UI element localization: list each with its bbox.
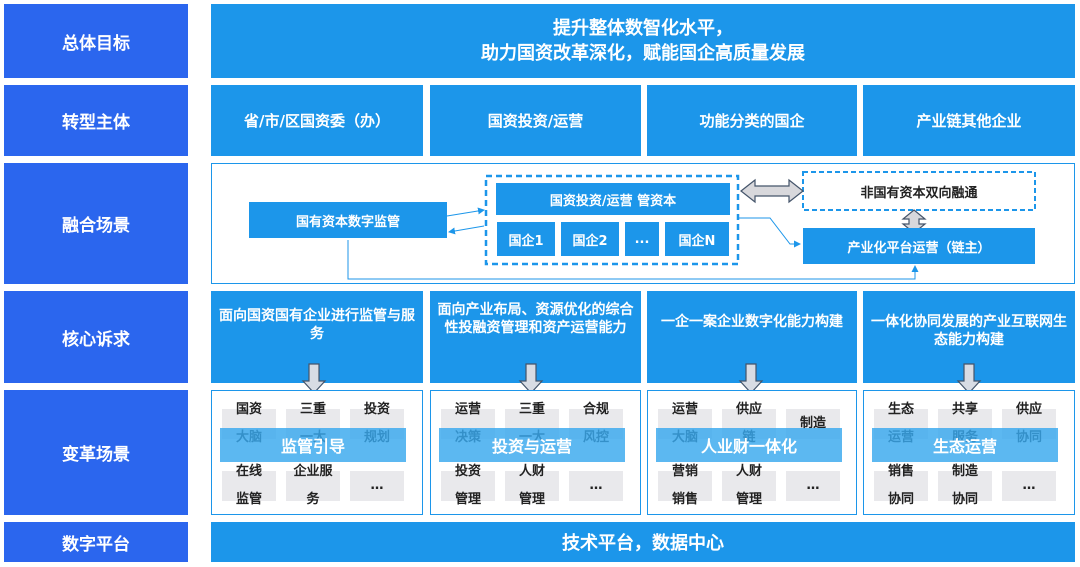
need-investment-text: 面向产业布局、资源优化的综合性投融资管理和资产运营能力 (437, 302, 634, 336)
change-tile-text: 制造 (951, 464, 978, 479)
change-tile: … (786, 471, 840, 501)
change-tile-text: 合规 (582, 402, 609, 417)
goal-line-2: 助力国资改革深化，赋能国企高质量发展 (481, 43, 805, 64)
change-tile-text: 供应 (735, 402, 762, 417)
change-tile-text: 销售 (887, 464, 914, 479)
change-tile: 人财管理 (505, 465, 559, 507)
subject-chain-enterprise: 产业链其他企业 (863, 85, 1075, 156)
need-investment: 面向产业布局、资源优化的综合性投融资管理和资产运营能力 (430, 291, 641, 383)
change-title: 生态运营 (872, 428, 1058, 462)
change-tile-text: 人财 (518, 464, 545, 479)
change-tile: 营销销售 (658, 465, 712, 507)
change-tile: 销售协同 (874, 465, 928, 507)
need-enterprise-text: 一企一案企业数字化能力构建 (661, 314, 843, 330)
row-label-scene: 融合场景 (4, 163, 188, 284)
change-tile-text: 供应 (1015, 402, 1042, 417)
change-tile: 制造协同 (938, 465, 992, 507)
change-tile-text: 投资 (363, 402, 390, 417)
scene-soe-1: 国企1 (497, 222, 555, 256)
scene-supervision: 国有资本数字监管 (249, 202, 447, 238)
scene-soe-n: 国企N (665, 222, 729, 256)
change-tile-text: 在线 (235, 464, 262, 479)
change-panel-4: 生态运营共享服务供应协同销售协同制造协同…生态运营 (863, 390, 1075, 515)
row-label-digital: 数字平台 (4, 522, 188, 562)
change-tile-text: … (370, 478, 384, 493)
capital-dashed-frame (484, 174, 740, 266)
change-tile-text: 共享 (951, 402, 978, 417)
goal-banner: 提升整体数智化水平， 助力国资改革深化，赋能国企高质量发展 (211, 4, 1075, 78)
down-arrow-icon (956, 363, 982, 394)
connector-capital-supervision (448, 225, 485, 235)
change-tile: … (1002, 471, 1056, 501)
change-tile: 在线监管 (222, 465, 276, 507)
scene-nonstate: 非国有资本双向融通 (860, 185, 978, 201)
change-tile: 人财管理 (722, 465, 776, 507)
scene-soe-2: 国企2 (561, 222, 619, 256)
change-tile-text: 国资 (235, 402, 262, 417)
change-tile-text: 协同 (951, 492, 978, 507)
change-tile-text: 企业服 (293, 464, 333, 479)
change-tile: … (569, 471, 623, 501)
double-arrow-horizontal (740, 178, 804, 204)
change-tile-text: 制造 (799, 416, 826, 431)
digital-platform-banner: 技术平台，数据中心 (211, 522, 1075, 562)
change-tile-text: 人财 (735, 464, 762, 479)
change-tile-text: 三重 (299, 402, 326, 417)
down-arrow-icon (301, 363, 327, 394)
change-panel-1: 国资大脑三重一大投资规划在线监管企业服务…监管引导 (211, 390, 423, 515)
change-tile-text: 管理 (454, 492, 481, 507)
change-panel-2: 运营决策三重一大合规风控投资管理人财管理…投资与运营 (430, 390, 641, 515)
change-tile-text: 管理 (518, 492, 545, 507)
row-label-change: 变革场景 (4, 390, 188, 515)
connector-supervision-platform (347, 240, 919, 280)
goal-line-1: 提升整体数智化水平， (553, 18, 733, 39)
scene-capital: 国资投资/运营 管资本 (496, 183, 730, 215)
change-tile-text: 销售 (671, 492, 698, 507)
change-tile-text: 营销 (671, 464, 698, 479)
change-panel-3: 运营大脑供应链制造营销销售人财管理…人业财一体化 (647, 390, 857, 515)
change-tile: 企业服务 (286, 465, 340, 507)
change-tile-text: 务 (306, 492, 320, 507)
change-tile-text: 管理 (735, 492, 762, 507)
need-supervision-text: 面向国资国有企业进行监管与服务 (219, 308, 415, 342)
down-arrow-icon (518, 363, 544, 394)
change-tile-text: 运营 (671, 402, 698, 417)
change-tile: … (350, 471, 404, 501)
change-tile-text: 生态 (887, 402, 914, 417)
row-label-needs: 核心诉求 (4, 291, 188, 383)
scene-soe-more: ... (625, 222, 659, 256)
scene-platform: 产业化平台运营（链主） (803, 228, 1035, 264)
subject-sasac: 省/市/区国资委（办） (211, 85, 423, 156)
change-tile-text: 投资 (454, 464, 481, 479)
change-tile-text: 协同 (887, 492, 914, 507)
change-tile-text: 三重 (518, 402, 545, 417)
change-title: 监管引导 (220, 428, 406, 462)
subject-classified-soe: 功能分类的国企 (647, 85, 857, 156)
change-tile-text: … (1022, 478, 1036, 493)
change-title: 投资与运营 (439, 428, 625, 462)
down-arrow-icon (738, 363, 764, 394)
change-tile-text: … (806, 478, 820, 493)
change-tile: 投资管理 (441, 465, 495, 507)
connector-supervision-capital (446, 207, 485, 217)
row-label-goal: 总体目标 (4, 4, 188, 78)
row-label-subject: 转型主体 (4, 85, 188, 156)
need-ecosystem-text: 一体化协同发展的产业互联网生态能力构建 (871, 314, 1067, 348)
change-tile-text: 运营 (454, 402, 481, 417)
change-title: 人业财一体化 (656, 428, 842, 462)
change-tile-text: 监管 (235, 492, 262, 507)
change-tile-text: … (589, 478, 603, 493)
connector-capital-platform (738, 217, 801, 248)
subject-investment: 国资投资/运营 (430, 85, 641, 156)
